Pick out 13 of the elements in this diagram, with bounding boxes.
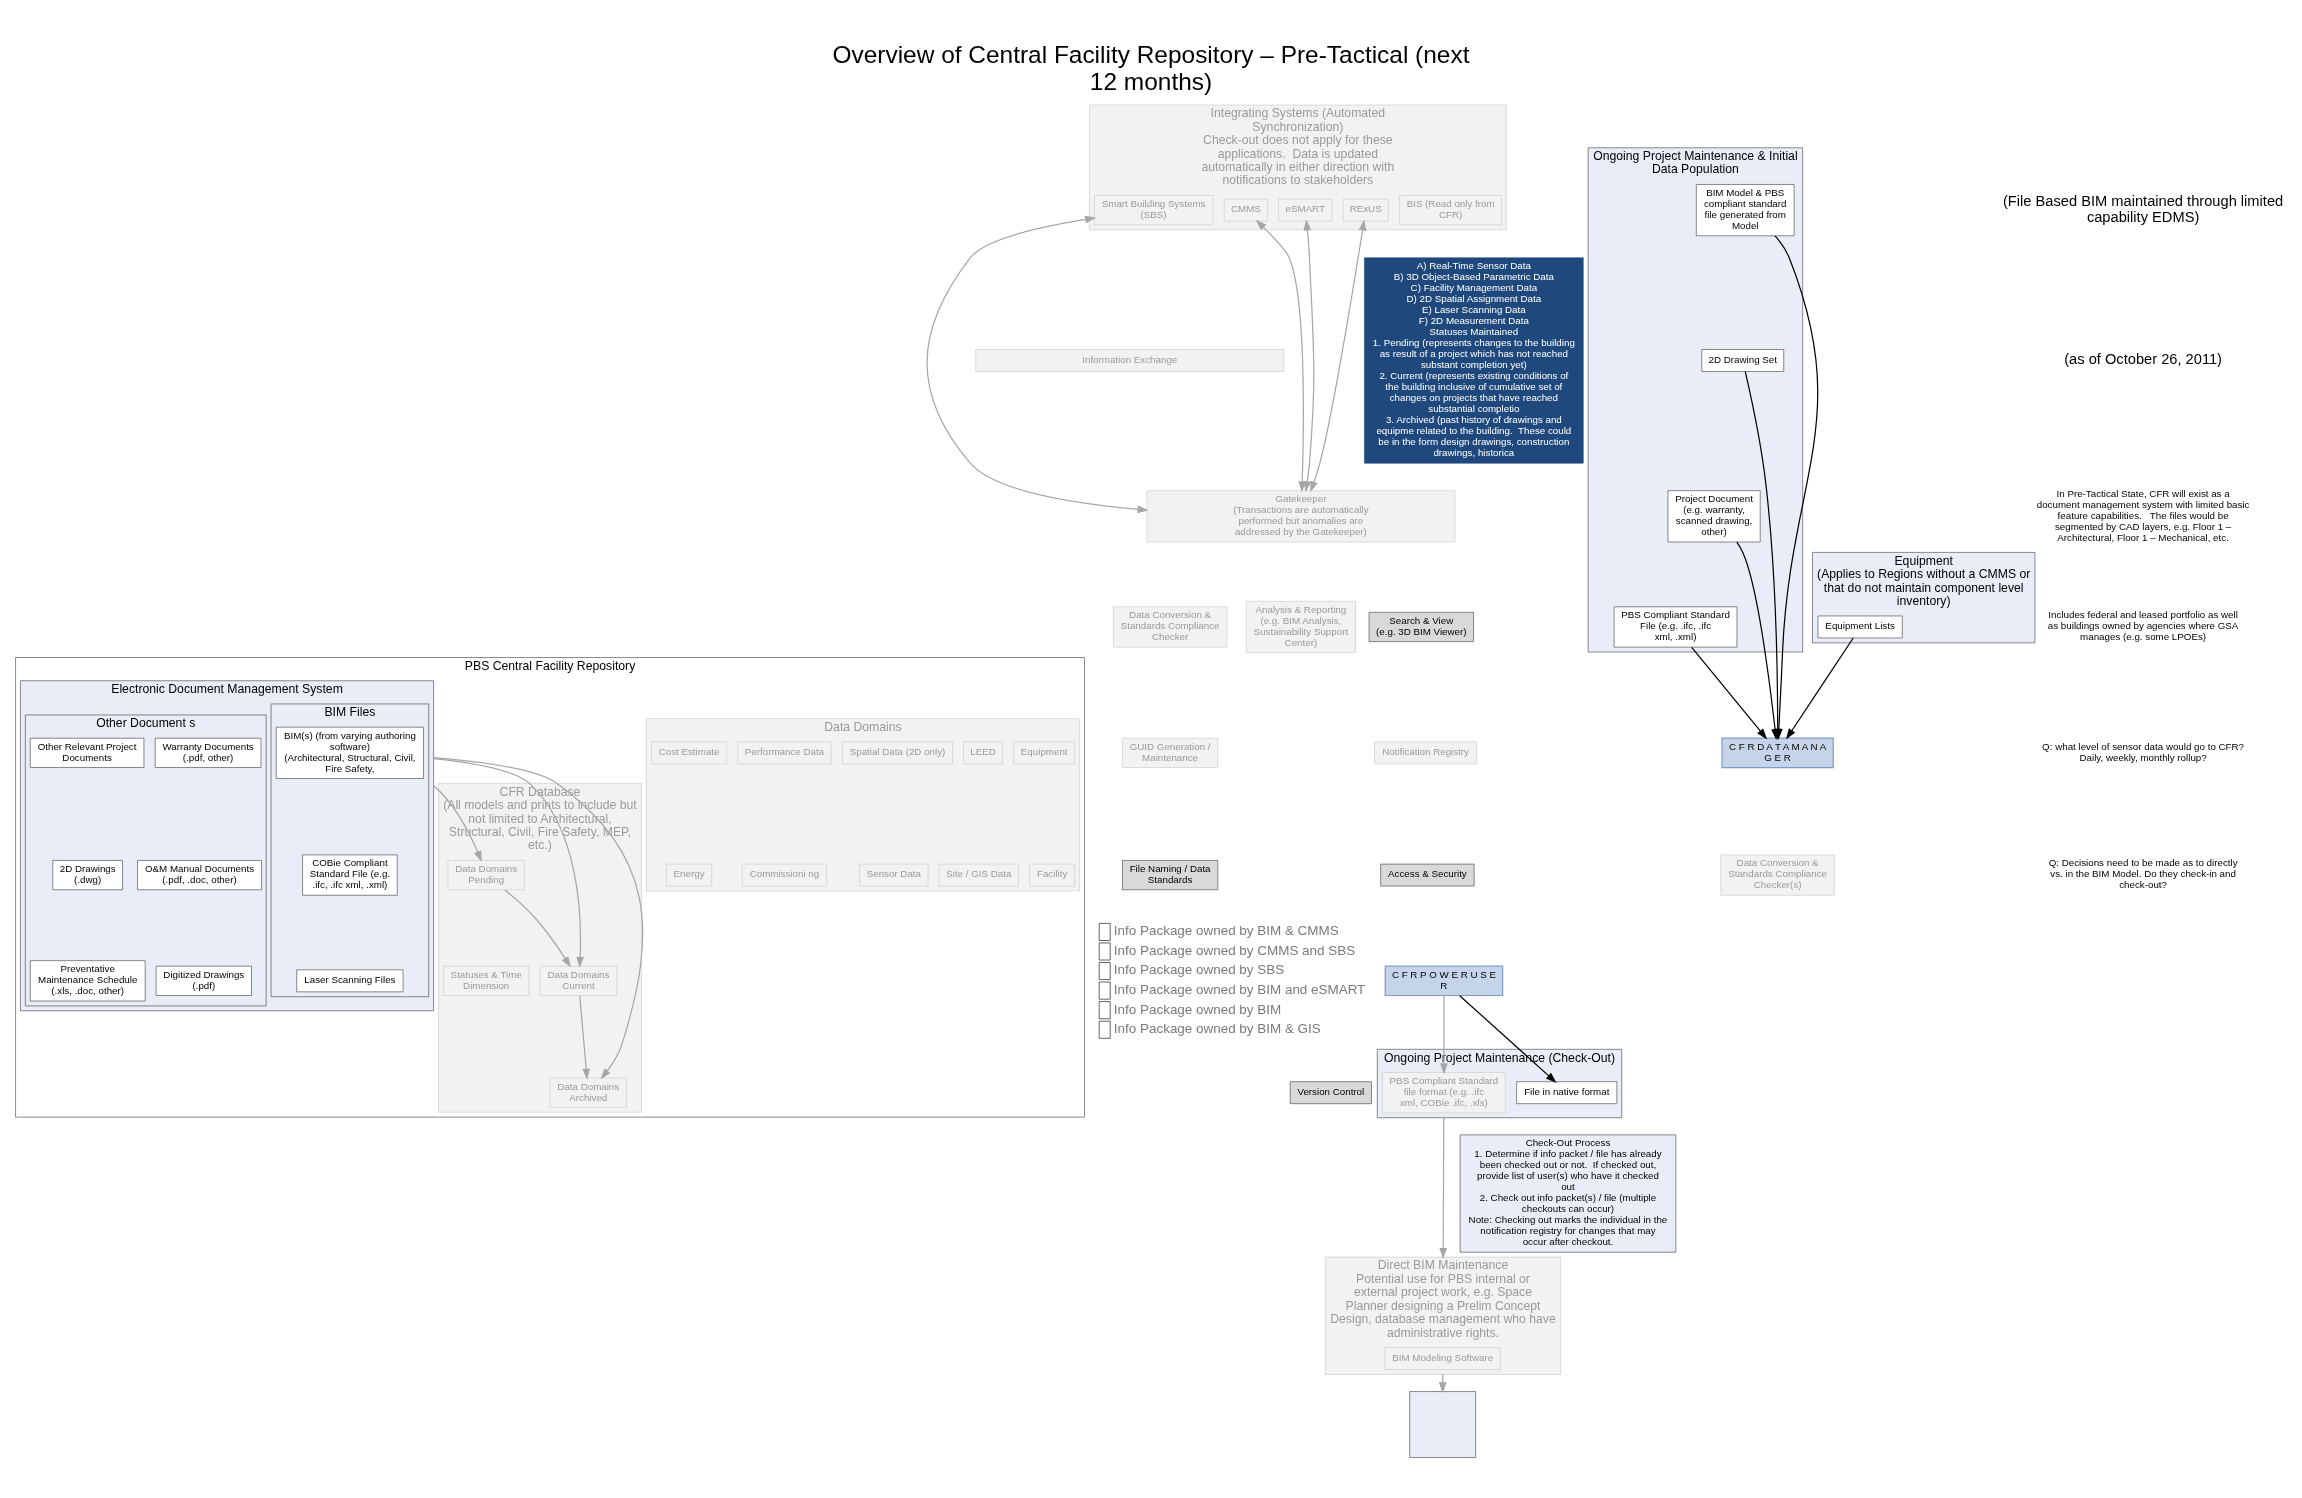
legend-label: Info Package owned by BIM & CMMS [1113,922,1339,938]
label: Q: what level of sensor data would go to CFR? Daily, weekly, monthly rollup? [2042,740,2245,763]
label: (File Based BIM maintained through limited capability EDMS) [2002,192,2284,225]
legend-label: Info Package owned by BIM and eSMART [1113,981,1366,997]
label: Includes federal and leased portfolio as well as buildings owned by agencies where GSA manages (e.g. some LPOEs) [2047,608,2239,642]
diagram-title: Overview of Central Facility Repository – Pre-Tactical (next 12 months) [832,40,1470,95]
legend-label: Info Package owned by BIM [1113,1001,1282,1017]
label: (as of October 26, 2011) [2064,350,2222,367]
label: In Pre-Tactical State, CFR will exist as a document management system with limited basic feature capabilities. The files would be segmented by CAD layers, e.g. Floor 1 – Architectural, Floor 1 – Mechanical, etc. [2036,487,2250,543]
label: Q: Decisions need to be made as to directly vs. in the BIM Model. Do they check-in and check-out? [2048,856,2238,890]
legend-label: Info Package owned by SBS [1113,961,1285,977]
legend-label: Info Package owned by CMMS and SBS [1113,942,1356,958]
legend-label: Info Package owned by BIM & GIS [1113,1020,1321,1036]
